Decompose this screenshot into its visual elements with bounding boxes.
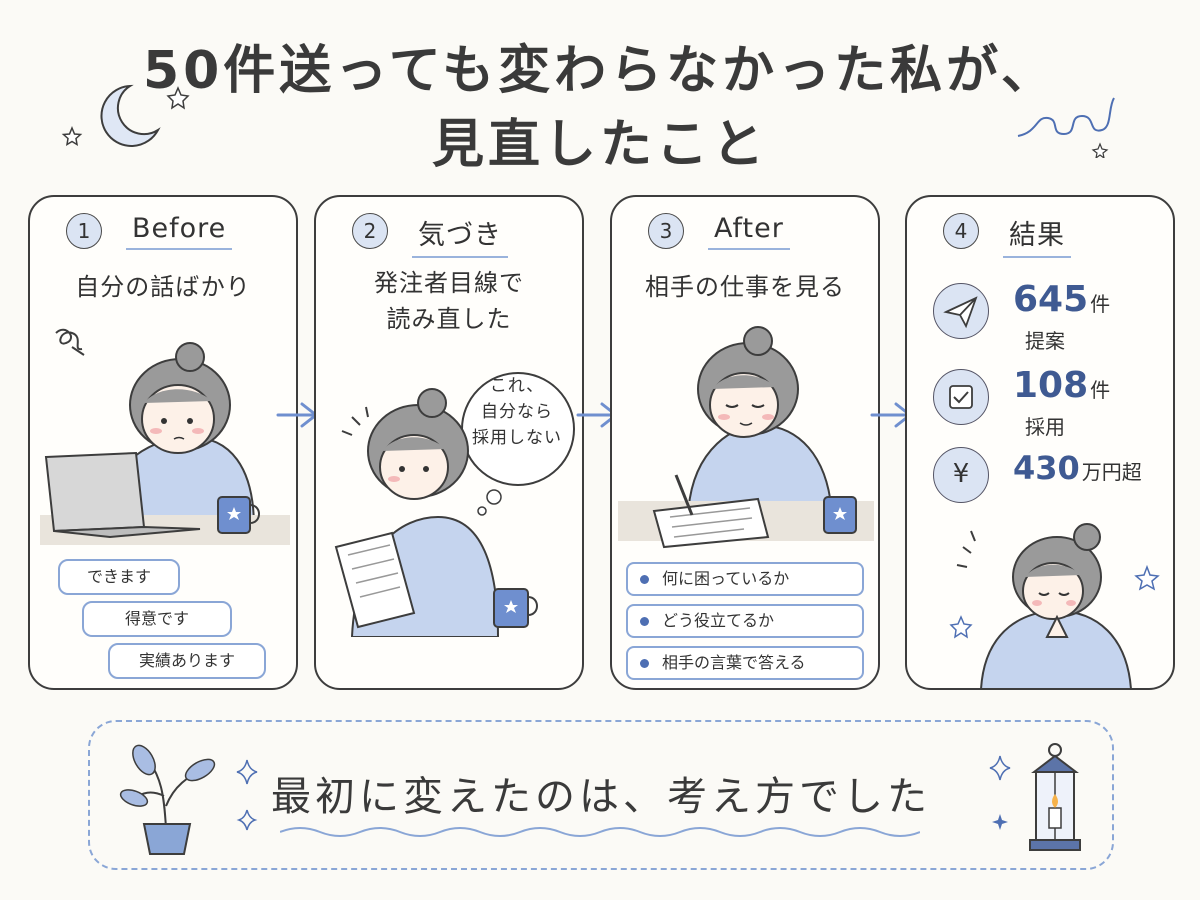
list-item-text: 相手の言葉で答える xyxy=(662,653,806,672)
bullet-dot-icon xyxy=(640,659,649,668)
step-number-badge: 4 xyxy=(943,213,979,249)
thought-line2: 自分なら xyxy=(481,402,553,422)
speech-bubble: 実績あります xyxy=(108,643,266,679)
step-label: Before xyxy=(126,213,233,250)
panel-realization: 2 気づき 発注者目線で 読み直した これ、 自分なら 採用しない xyxy=(314,195,584,690)
message-banner: 最初に変えたのは、考え方でした xyxy=(88,720,1114,870)
bullet-dot-icon xyxy=(640,575,649,584)
page-title-line1: 50件送っても変わらなかった私が、 xyxy=(142,41,1058,101)
stat-caption: 採用 xyxy=(1025,415,1065,439)
sparkle-icon xyxy=(989,755,1011,830)
step-label: After xyxy=(708,213,790,250)
speech-bubble: 得意です xyxy=(82,601,232,637)
panel-caption-line2: 読み直した xyxy=(386,305,512,333)
relieved-girl-illustration xyxy=(949,523,1160,689)
panel-caption-line1: 発注者目線で xyxy=(374,269,524,297)
panel-after: 3 After 相手の仕事を見る 何に困っているか どう役立てるか 相手の言葉で… xyxy=(610,195,880,690)
panel-caption: 相手の仕事を見る xyxy=(645,273,845,301)
panel-header: 4 結果 xyxy=(907,209,1173,258)
thought-line1: これ、 xyxy=(489,376,545,396)
paper-plane-icon xyxy=(933,283,989,339)
panel-before: 1 Before 自分の話ばかり できます 得意です 実績あります xyxy=(28,195,298,690)
worried-girl-with-laptop-illustration xyxy=(40,328,290,545)
step-number-badge: 2 xyxy=(352,213,388,249)
thought-line3: 採用しない xyxy=(472,428,562,448)
wavy-underline xyxy=(280,827,920,837)
list-item-text: 何に困っているか xyxy=(662,569,790,588)
checkbox-icon xyxy=(933,369,989,425)
speech-bubble: できます xyxy=(58,559,180,595)
list-item: 何に困っているか xyxy=(626,562,864,596)
sparkle-icon xyxy=(236,759,258,831)
moon-and-stars-icon xyxy=(61,84,190,147)
step-label: 結果 xyxy=(1003,213,1071,258)
page-title-line2: 見直したこと xyxy=(431,115,768,175)
list-item: 相手の言葉で答える xyxy=(626,646,864,680)
step-label: 気づき xyxy=(412,213,508,258)
panel-caption: 自分の話ばかり xyxy=(75,273,251,301)
step-number-badge: 3 xyxy=(648,213,684,249)
panel-header: 2 気づき xyxy=(316,209,582,258)
potted-plant-icon xyxy=(119,744,216,855)
yen-icon: ¥ xyxy=(933,447,989,503)
step-number-badge: 1 xyxy=(66,213,102,249)
panel-header: 1 Before xyxy=(30,209,296,253)
swirl-doodle-icon xyxy=(1017,97,1115,158)
thinking-girl-reading-document-illustration xyxy=(334,372,575,637)
bullet-dot-icon xyxy=(640,617,649,626)
panel-header: 3 After xyxy=(612,209,878,253)
banner-message: 最初に変えたのは、考え方でした xyxy=(271,774,931,820)
lantern-icon xyxy=(1029,743,1081,851)
list-item-text: どう役立てるか xyxy=(662,611,775,630)
girl-writing-illustration xyxy=(618,326,874,549)
list-item: どう役立てるか xyxy=(626,604,864,638)
stat-caption: 提案 xyxy=(1025,329,1065,353)
